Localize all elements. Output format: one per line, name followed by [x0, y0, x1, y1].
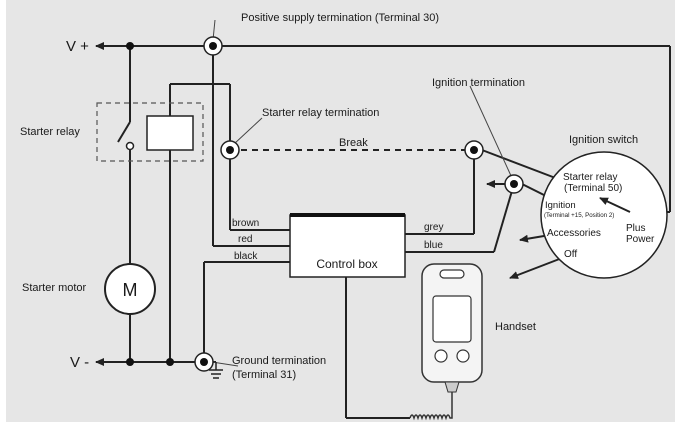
- handset-display: [432, 295, 472, 343]
- control-box: Control box: [289, 213, 406, 278]
- control-box-body: [289, 214, 406, 278]
- starter-position-line: [481, 149, 567, 183]
- ground-symbol: [209, 362, 223, 379]
- blue-riser-wire: [493, 183, 515, 253]
- power-label: Power: [626, 234, 655, 245]
- starter-relay-terminal: [220, 140, 240, 160]
- junction-dot: [126, 42, 134, 50]
- starter-relay: [96, 102, 204, 162]
- brown-wire-label: brown: [232, 218, 259, 229]
- ground-terminal: [194, 352, 214, 372]
- positive-supply-terminal: [203, 36, 223, 56]
- blue-wire-label: blue: [424, 240, 443, 251]
- relay-contact-point: [125, 141, 135, 151]
- positive-supply-termination-label: Positive supply termination (Terminal 30…: [241, 12, 439, 24]
- ignition-switch-label: Ignition switch: [569, 134, 638, 146]
- handset-cable-strain-relief: [444, 381, 460, 393]
- starter-motor-symbol: [104, 263, 156, 315]
- starter-motor-label: Starter motor: [22, 282, 87, 294]
- ignition-switch: Starter relay (Terminal 50) Ignition (Te…: [540, 151, 668, 279]
- red-wire-label: red: [238, 234, 252, 245]
- starter-relay-position-label: Starter relay: [563, 172, 617, 183]
- break-terminal: [464, 140, 484, 160]
- junction-dot: [166, 358, 174, 366]
- handset-top-button: [439, 269, 465, 279]
- black-wire-label: black: [234, 251, 258, 262]
- grey-wire-label: grey: [424, 222, 443, 233]
- starter-relay-box: [96, 102, 204, 162]
- handset-left-button-icon: [434, 349, 448, 363]
- relay-termination-leader: [233, 117, 263, 145]
- terminal-50-label: (Terminal 50): [564, 183, 622, 194]
- ignition-termination-leader: [469, 85, 513, 179]
- motor-letter: M: [123, 280, 138, 300]
- ignition-termination-label: Ignition termination: [432, 77, 525, 89]
- break-label: Break: [339, 137, 368, 149]
- handset-coiled-cord: [409, 398, 453, 421]
- ignition-switch-pointer: [599, 197, 631, 213]
- control-box-label: Control box: [316, 257, 377, 271]
- starter-relay-label: Starter relay: [20, 126, 80, 138]
- ground-termination-label: Ground termination: [232, 355, 326, 367]
- terminals: [194, 36, 524, 372]
- starter-relay-termination-label: Starter relay termination: [262, 107, 379, 119]
- off-position-label: Off: [564, 249, 577, 260]
- accessories-position-label: Accessories: [547, 228, 601, 239]
- junction-dot: [126, 358, 134, 366]
- off-arrow: [509, 257, 563, 279]
- relay-switch-contact: [117, 121, 131, 143]
- handset-label: Handset: [495, 321, 536, 333]
- relay-coil: [146, 115, 194, 151]
- starter-motor: M: [104, 263, 156, 315]
- ignition-position-label: Ignition: [545, 200, 576, 211]
- terminal-31-label: (Terminal 31): [232, 369, 296, 381]
- junction-dots: [126, 42, 634, 366]
- v-minus-label: V -: [70, 354, 89, 371]
- ignition-terminal-label: (Terminal +15, Position 2): [544, 212, 614, 219]
- handset-right-button-icon: [456, 349, 470, 363]
- v-plus-label: V +: [66, 38, 89, 55]
- labels: V + V - Positive supply termination (Ter…: [20, 12, 638, 381]
- ignition-terminal: [504, 174, 524, 194]
- plus-label: Plus: [626, 223, 645, 234]
- ignition-switch-body: [540, 151, 668, 279]
- handset: [409, 263, 483, 421]
